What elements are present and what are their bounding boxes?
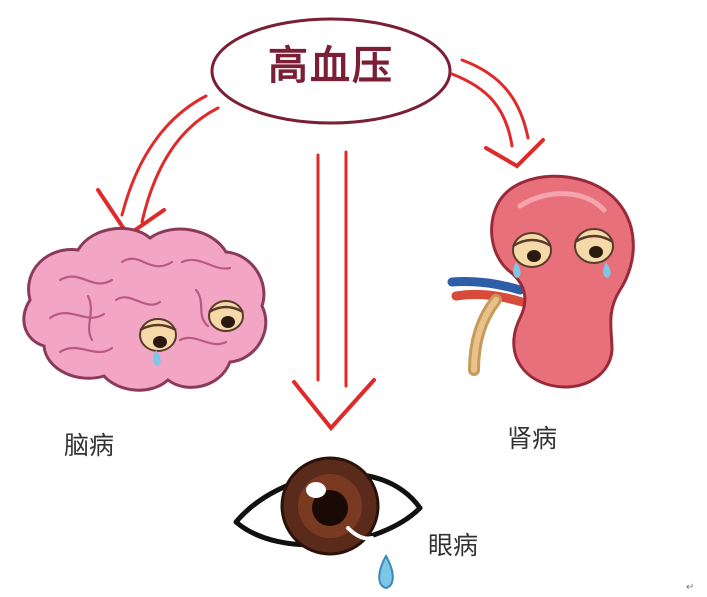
kidney-icon [447,174,635,389]
arrow-to-kidney [450,58,545,169]
center-label: 高血压 [268,43,394,89]
eye-disease-label: 眼病 [428,531,479,560]
kidney-disease-label: 肾病 [507,424,558,453]
eye-icon [233,456,423,590]
brain-disease-label: 脑病 [64,431,115,460]
center-ellipse [210,17,452,125]
return-mark: ↵ [686,582,695,593]
arrow-to-eye [292,150,376,432]
arrow-to-brain [96,94,220,238]
brain-icon [22,226,268,392]
